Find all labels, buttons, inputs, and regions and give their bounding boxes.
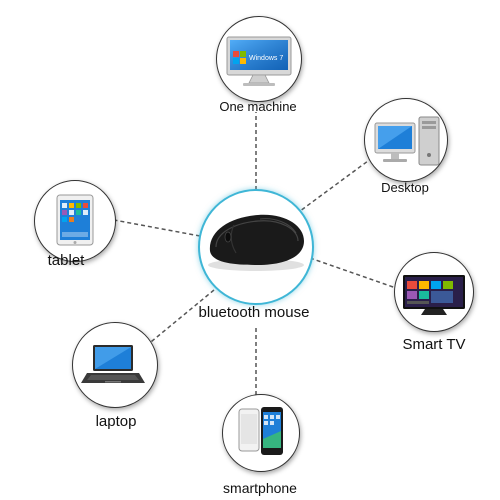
center-node <box>198 189 314 305</box>
device-label-tablet: tablet <box>47 252 85 269</box>
smartphone-icon <box>238 407 283 455</box>
desktop-pc-icon <box>374 116 440 166</box>
connector-smart-tv <box>309 257 397 289</box>
tablet-icon <box>56 194 94 246</box>
connector-laptop <box>145 289 215 347</box>
device-node-desktop <box>364 98 448 182</box>
smart-tv-icon <box>403 275 465 315</box>
laptop-icon <box>81 345 145 383</box>
device-node-tablet <box>34 180 116 262</box>
device-label-laptop: laptop <box>95 413 137 430</box>
wireless-mouse-icon <box>208 214 304 271</box>
connector-tablet <box>113 219 201 237</box>
device-label-smart-tv: Smart TV <box>402 336 466 353</box>
center-label: bluetooth mouse <box>198 304 310 321</box>
device-node-smartphone <box>222 394 300 472</box>
device-node-smart-tv <box>394 252 474 332</box>
device-label-one-machine: One machine <box>219 99 297 114</box>
screen-text: Windows 7 <box>249 55 283 62</box>
device-label-smartphone: smartphone <box>223 480 297 496</box>
all-in-one-pc-icon: Windows 7 <box>226 36 292 86</box>
connector-desktop <box>295 157 373 215</box>
device-node-one-machine: Windows 7 <box>216 16 302 102</box>
device-label-desktop: Desktop <box>381 180 429 195</box>
device-node-laptop <box>72 322 158 408</box>
